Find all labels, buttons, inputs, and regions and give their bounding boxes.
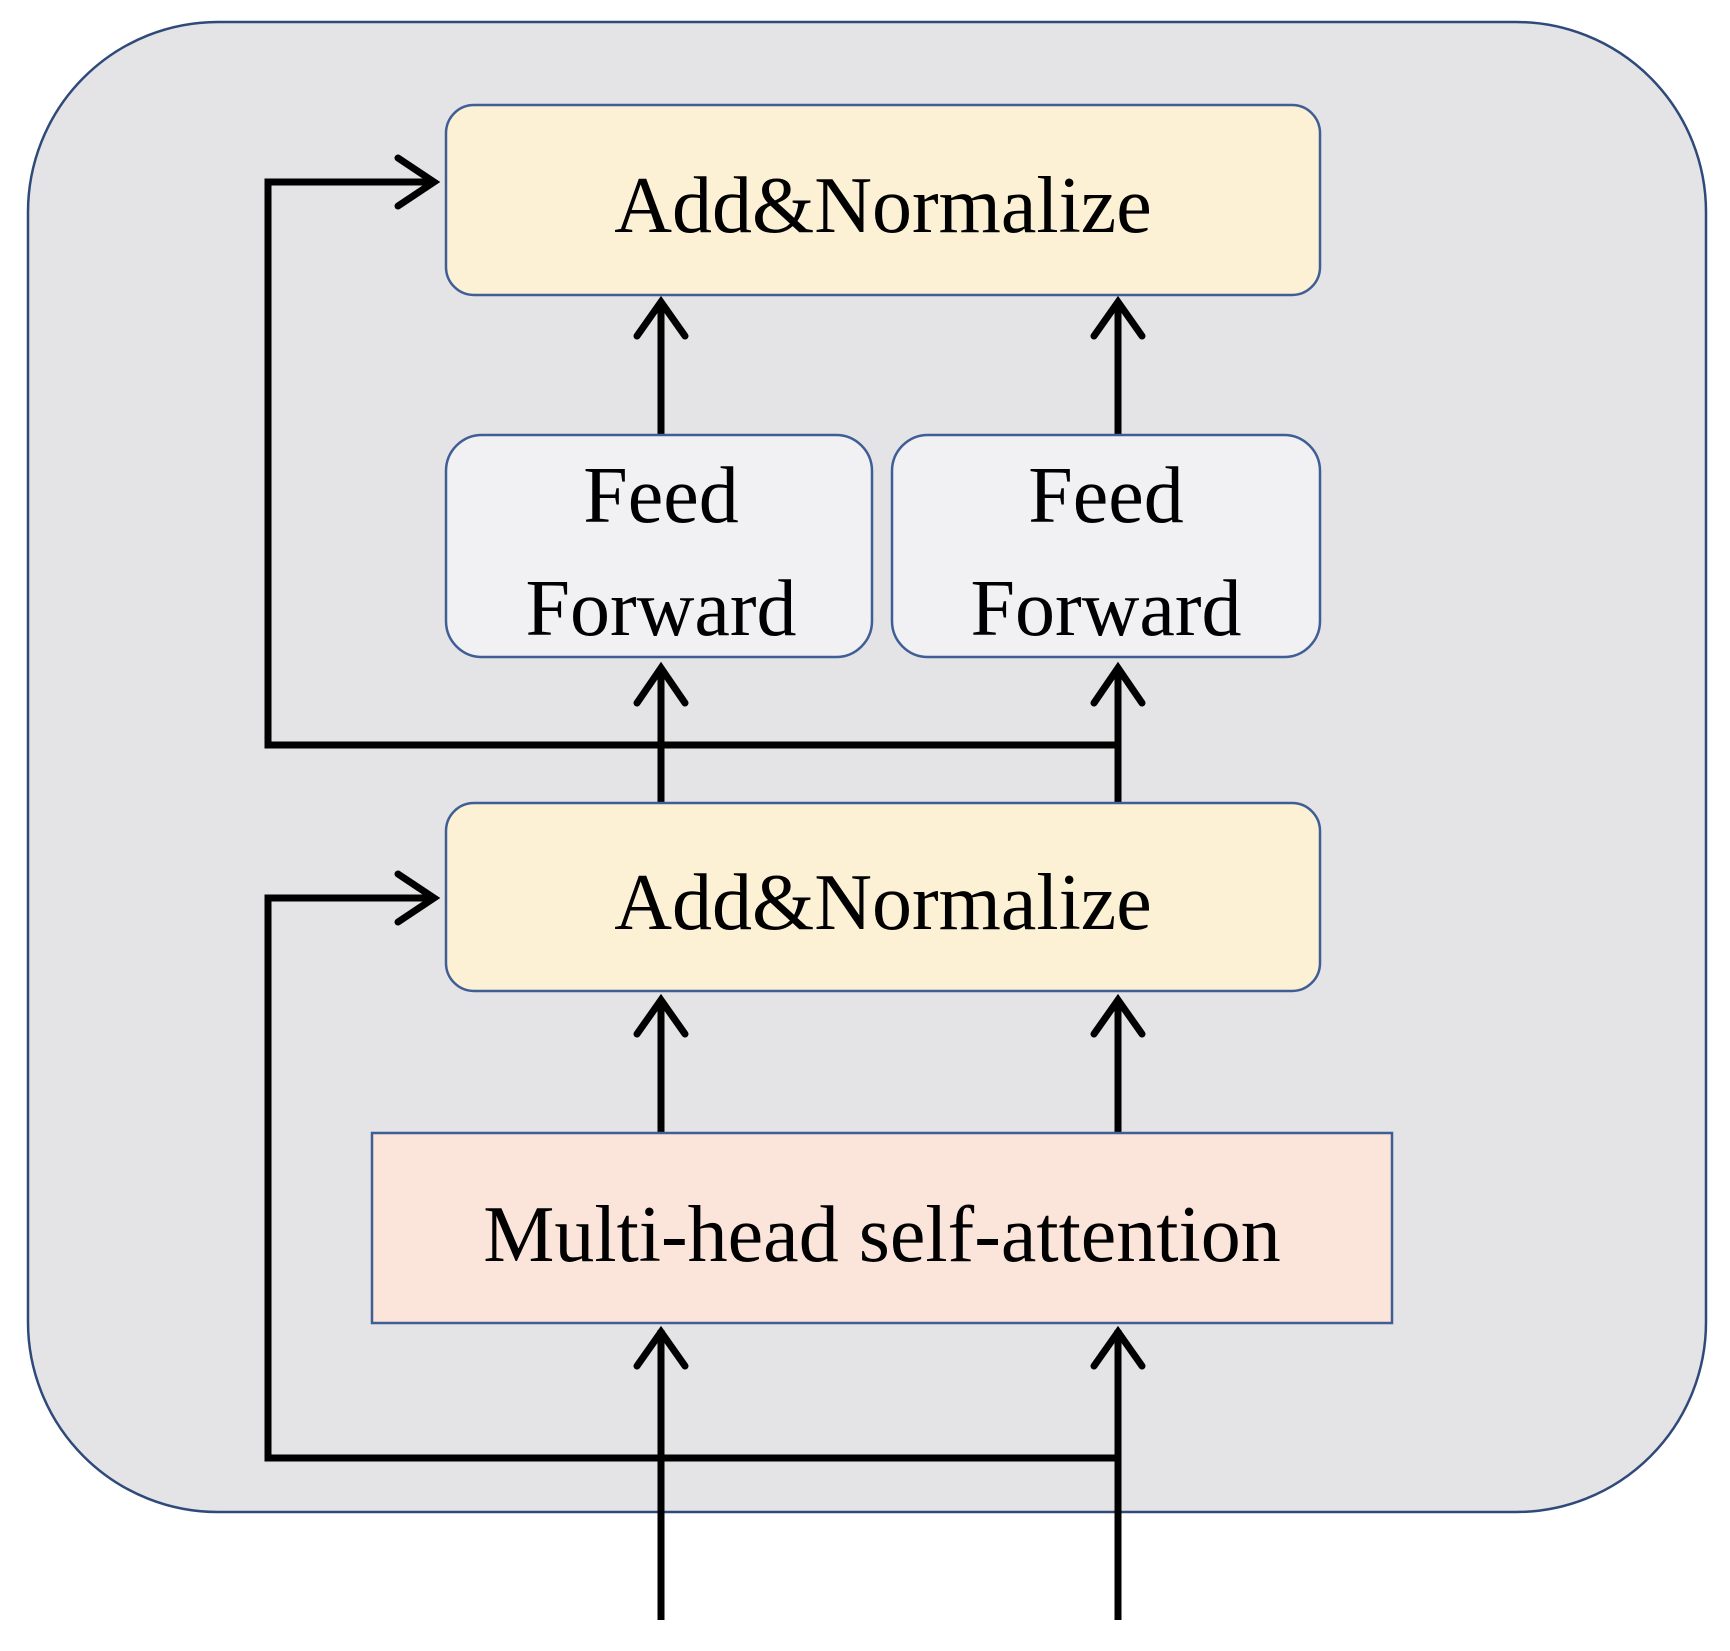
arrowhead-icon <box>633 661 689 707</box>
feed-forward-right-block: Feed Forward <box>890 433 1322 659</box>
add-normalize-top-label: Add&Normalize <box>614 162 1152 250</box>
multi-head-attention-label: Multi-head self-attention <box>483 1191 1281 1279</box>
arrowhead-icon <box>1090 993 1146 1038</box>
feed-forward-left-line2: Forward <box>525 565 796 653</box>
connectors <box>264 178 1122 1620</box>
multi-head-attention-block: Multi-head self-attention <box>370 1131 1394 1325</box>
residual-path-top <box>264 178 1118 749</box>
add-normalize-top-block: Add&Normalize <box>444 103 1322 297</box>
arrowhead-icon <box>1090 1325 1146 1370</box>
arrowhead-icon <box>633 1325 689 1370</box>
arrowhead-icon <box>633 295 689 340</box>
arrowhead-icon <box>394 154 441 210</box>
feed-forward-right-line1: Feed <box>1028 452 1184 540</box>
arrowheads <box>394 154 1146 1370</box>
residual-path-bottom <box>264 894 1118 1462</box>
add-normalize-bottom-label: Add&Normalize <box>614 859 1152 947</box>
arrowhead-icon <box>394 870 441 926</box>
feed-forward-left-block: Feed Forward <box>444 433 874 659</box>
arrowhead-icon <box>633 993 689 1038</box>
feed-forward-right-line2: Forward <box>970 565 1241 653</box>
arrowhead-icon <box>1090 661 1146 707</box>
feed-forward-left-line1: Feed <box>583 452 739 540</box>
add-normalize-bottom-block: Add&Normalize <box>444 801 1322 993</box>
arrowhead-icon <box>1090 295 1146 340</box>
